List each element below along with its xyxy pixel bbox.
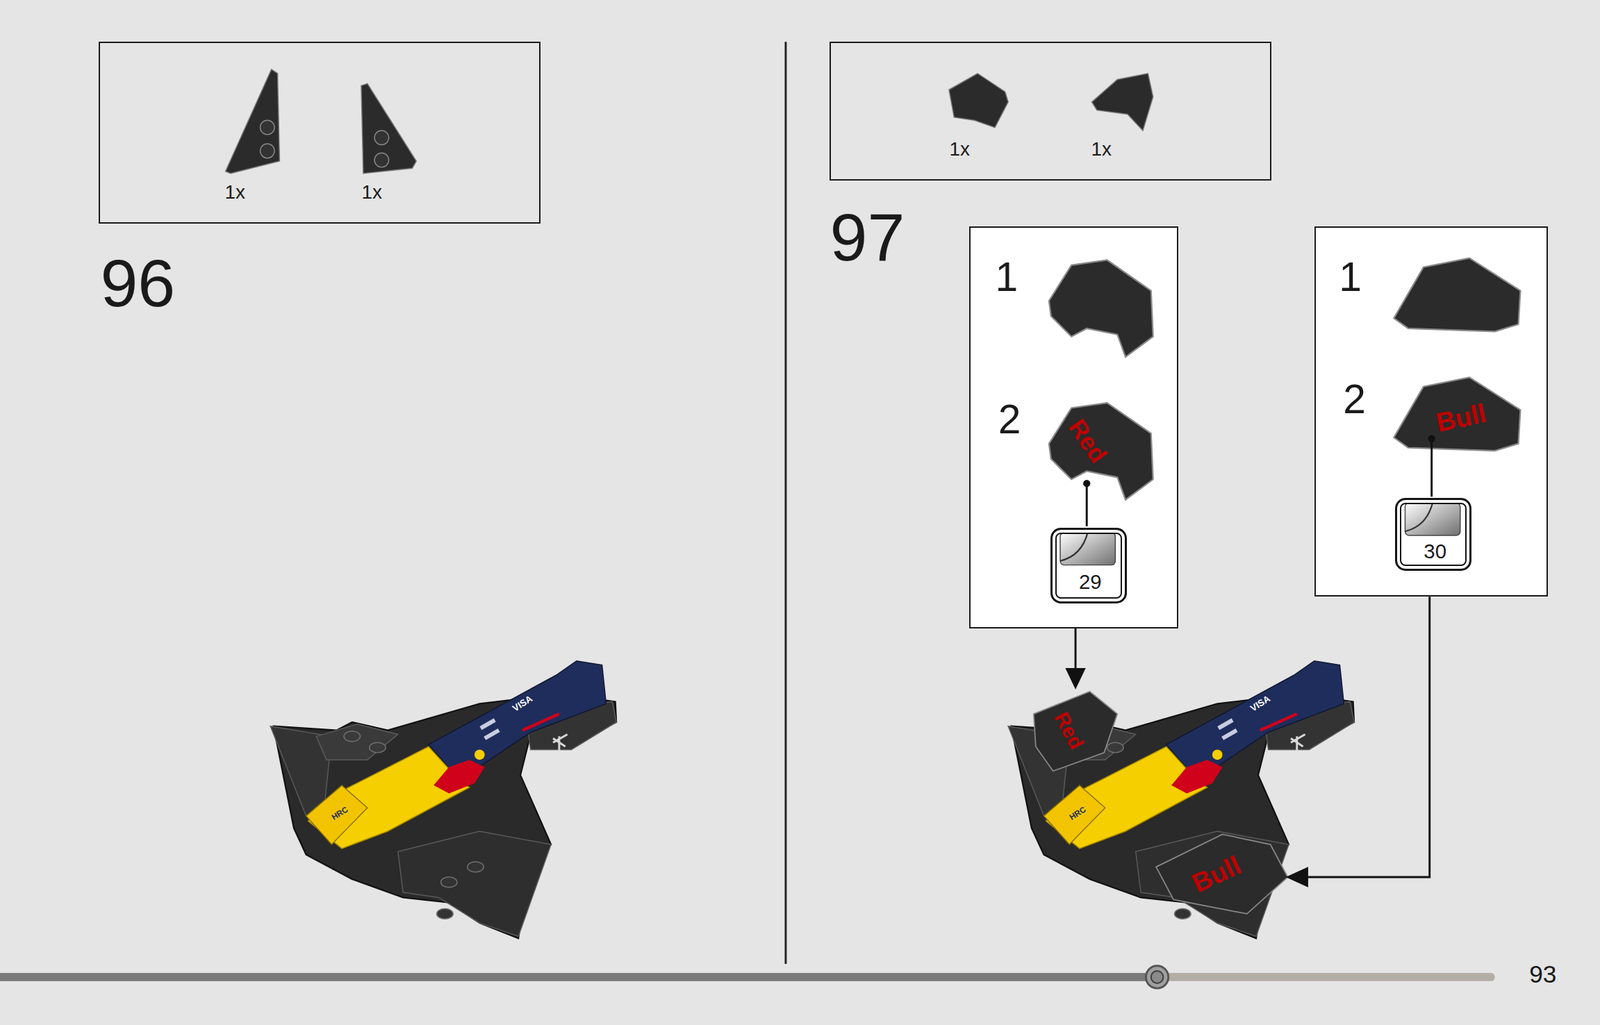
substep-pieces bbox=[1049, 258, 1521, 501]
progress-bar-shape bbox=[1157, 973, 1496, 982]
placed-sticker-pieces-shape bbox=[1033, 691, 1118, 772]
placement-arrows-shape bbox=[1065, 668, 1086, 690]
part-wedge-plates-shape bbox=[260, 143, 276, 159]
placement-arrows bbox=[1065, 596, 1430, 888]
substep-pieces-shape bbox=[1393, 377, 1521, 451]
progress-bar-shape bbox=[0, 973, 1158, 982]
sticker-number: 30 bbox=[1423, 541, 1447, 562]
placement-arrows-shape bbox=[1285, 867, 1309, 888]
part-curved-slopes bbox=[949, 73, 1154, 131]
page-divider-shape bbox=[784, 41, 787, 965]
placed-sticker-pieces bbox=[1033, 691, 1289, 915]
part-wedge-plates bbox=[225, 69, 417, 174]
sticker-box: 30 bbox=[1395, 498, 1472, 571]
part-wedge-plates-shape bbox=[260, 120, 276, 135]
sticker-number: 29 bbox=[1078, 571, 1102, 592]
step-number: 96 bbox=[100, 250, 176, 318]
progress-bar-shape bbox=[1151, 971, 1164, 984]
sticker-icons-shape bbox=[1404, 502, 1433, 532]
car-model-shape bbox=[270, 661, 617, 939]
part-wedge-plates-shape bbox=[225, 69, 280, 174]
step-number: 97 bbox=[830, 204, 906, 272]
page-number: 93 bbox=[1529, 962, 1557, 987]
sticker-icons-shape bbox=[1060, 532, 1116, 566]
quantity-label: 1x bbox=[361, 182, 382, 203]
parts-box: 1x 1x bbox=[829, 41, 1272, 181]
sticker-leaders-shape bbox=[1428, 434, 1436, 442]
part-curved-slopes-shape bbox=[1092, 73, 1154, 131]
sticker-leaders-shape bbox=[1083, 480, 1091, 488]
parts-box: 1x 1x bbox=[98, 41, 541, 224]
part-wedge-plates-shape bbox=[374, 130, 390, 146]
sticker-icons bbox=[1060, 502, 1461, 566]
sticker-leaders-shape bbox=[1430, 439, 1433, 498]
page-divider bbox=[785, 41, 786, 965]
substep-pieces-shape bbox=[1049, 402, 1154, 501]
progress-bar bbox=[0, 966, 1496, 989]
substep-panels-shape bbox=[1314, 226, 1548, 597]
sticker-leaders-shape bbox=[1085, 483, 1088, 527]
substep-pieces-shape bbox=[1393, 258, 1521, 333]
substep-pieces-shape bbox=[1049, 260, 1154, 358]
progress-bar-shape bbox=[1145, 966, 1168, 989]
substep-panels bbox=[969, 226, 1548, 629]
part-wedge-plates-shape bbox=[361, 83, 417, 173]
part-curved-slopes-shape bbox=[949, 73, 1009, 128]
sticker-icons-shape bbox=[1404, 502, 1460, 536]
placed-sticker-pieces-shape bbox=[1156, 834, 1288, 915]
sticker-box: 29 bbox=[1050, 528, 1127, 604]
quantity-label: 1x bbox=[1091, 139, 1112, 160]
quantity-label: 1x bbox=[949, 139, 970, 160]
quantity-label: 1x bbox=[225, 182, 246, 203]
substep-number: 2 bbox=[998, 399, 1022, 441]
sticker-leaders bbox=[1083, 434, 1436, 526]
substep-number: 1 bbox=[994, 256, 1018, 298]
part-wedge-plates-shape bbox=[374, 152, 390, 168]
car-model-shape bbox=[1008, 661, 1355, 939]
placement-arrows-shape bbox=[1074, 628, 1077, 674]
substep-panels-shape bbox=[969, 226, 1179, 629]
sticker-icons-shape bbox=[1060, 532, 1088, 562]
placement-arrows-shape bbox=[1304, 596, 1430, 878]
car-model bbox=[270, 661, 1355, 939]
substep-box: 1 2 30 bbox=[1314, 226, 1548, 597]
substep-number: 1 bbox=[1338, 256, 1362, 298]
substep-number: 2 bbox=[1342, 378, 1366, 420]
